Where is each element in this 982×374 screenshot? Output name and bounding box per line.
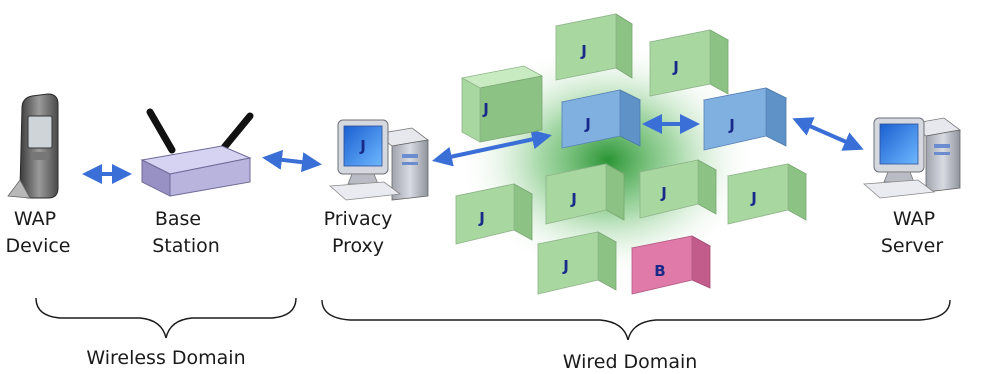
wap-device-label-line2: Device [6,235,71,257]
cube-green-4: J [454,183,534,245]
cube-letter: J [482,100,489,118]
cube-letter: J [580,42,587,60]
wireless-domain-brace [35,297,297,339]
wap-device-label-line1: WAP [14,208,56,230]
arrow-proxy-network [432,129,552,167]
cube-cluster: J J J J J [454,13,808,295]
cube-letter: J [750,189,757,207]
cube-letter: J [570,190,577,208]
wap-server-label-line2: Server [881,235,943,257]
cube-green-7: J [726,163,808,225]
wap-device-icon [7,93,59,199]
cube-letter: J [672,58,679,76]
cube-green-3: J [648,29,730,97]
cube-blue-2: J [702,87,788,151]
privacy-proxy-label-line1: Privacy [324,208,393,230]
cube-green-5: J [544,163,626,225]
cube-letter: J [728,116,735,134]
wireless-domain-label: Wireless Domain [86,347,245,369]
cube-pink-1: B [630,235,712,295]
cube-green-1: J [460,65,544,143]
wap-server-label-line1: WAP [893,208,935,230]
privacy-proxy-computer-icon: J [329,119,429,201]
cube-green-6: J [638,159,718,219]
cube-letter: B [654,262,665,280]
proxy-screen-letter: J [359,137,366,155]
cube-letter: J [584,115,591,133]
cube-letter: J [660,184,667,202]
arrow-base-proxy [262,149,322,173]
cube-letter: J [562,257,569,275]
cube-green-2: J [554,13,634,81]
wired-domain-brace [321,299,951,341]
privacy-proxy-label-line2: Proxy [332,235,384,257]
cube-green-8: J [536,231,618,295]
cube-blue-1: J [560,89,642,149]
cube-letter: J [478,209,485,227]
base-station-label-line2: Station [152,235,220,257]
wired-domain-label: Wired Domain [563,351,698,373]
arrow-network-server [792,117,864,151]
base-station-label-line1: Base [155,208,201,230]
wap-server-computer-icon [863,117,961,199]
base-station-icon [140,108,254,197]
